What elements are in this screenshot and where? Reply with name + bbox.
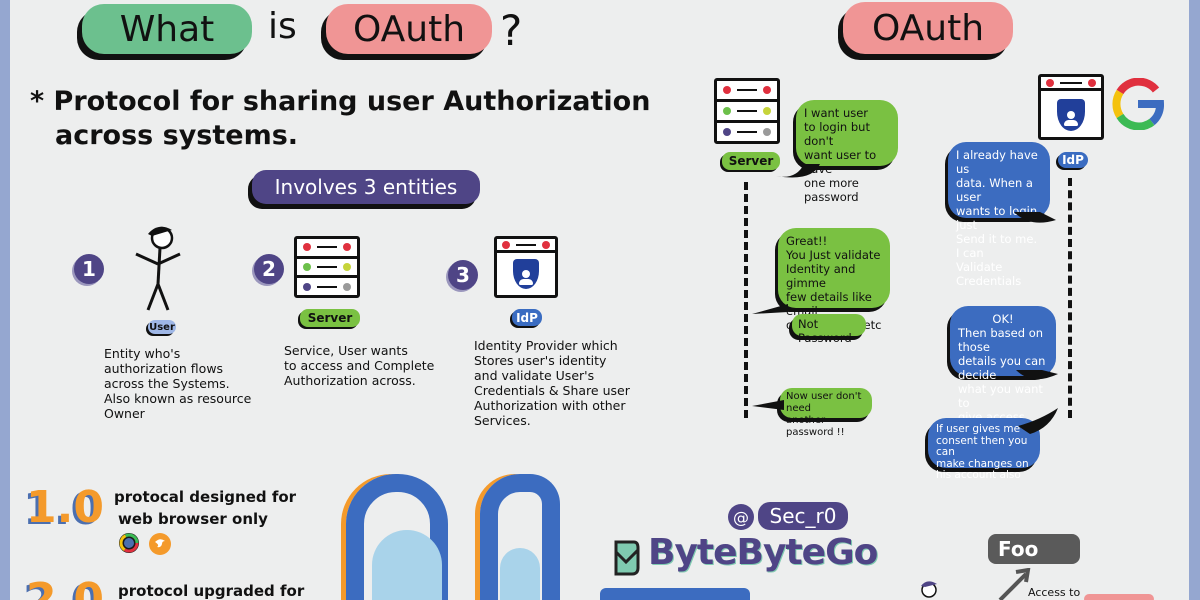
right-border-strip <box>1189 0 1200 600</box>
idp-description: Identity Provider which Stores user's id… <box>474 338 630 428</box>
flow-server-icon <box>714 78 780 144</box>
idp-lifeline <box>1068 178 1072 418</box>
version-1-text: protocal designed for web browser only <box>114 488 297 528</box>
big-letter-a-fill <box>500 548 540 600</box>
user-description: Entity who's authorization flows across … <box>104 346 252 421</box>
access-label: Access to <box>1028 586 1081 599</box>
definition-line-2: across systems. <box>55 120 299 151</box>
left-border-strip <box>0 0 10 600</box>
oauth-flow-title: OAuth <box>871 7 985 49</box>
user-figure-icon <box>921 581 937 598</box>
version-1-label: 1.0 <box>26 482 104 533</box>
access-arrow-icon <box>998 568 1031 600</box>
entity-number-2: 2 <box>254 254 284 284</box>
big-letters-bottom <box>600 588 750 600</box>
title-oauth: OAuth <box>352 8 466 50</box>
idp-tag: IdP <box>512 309 542 326</box>
oauth-flow-title-pill: OAuth <box>843 2 1013 54</box>
user-tag: User <box>148 320 176 334</box>
bubble-tail <box>1016 370 1058 380</box>
server-lifeline <box>744 182 748 418</box>
bubble-tail <box>752 304 788 314</box>
title-what: What <box>119 8 215 50</box>
entities-banner: Involves 3 entities <box>252 170 480 204</box>
title-is: is <box>268 6 297 47</box>
asterisk-icon: * <box>30 86 45 117</box>
server-tag: Server <box>300 309 360 327</box>
google-logo-icon <box>1112 78 1164 130</box>
shield-icon <box>513 259 539 289</box>
author-handle: Sec_r0 <box>758 502 848 530</box>
flow-idp-icon <box>1038 74 1104 140</box>
version-2-text: protocol upgraded for <box>118 582 305 600</box>
brand-name: ByteByteGo <box>648 532 878 573</box>
flow-idp-tag: IdP <box>1058 152 1088 168</box>
resource-pill-partial <box>1084 594 1154 600</box>
entity-number-3: 3 <box>448 260 478 290</box>
chat-bubble-server-3: Not Password <box>792 314 866 345</box>
version-2-label: 2.0 <box>26 574 104 600</box>
server-icon <box>294 236 360 298</box>
flow-server-tag: Server <box>722 152 780 170</box>
stick-figure-icon <box>135 226 181 311</box>
flow-shield-icon <box>1057 99 1085 131</box>
firefox-icon <box>149 533 171 555</box>
big-letter-a <box>480 474 560 600</box>
at-icon: @ <box>728 504 754 530</box>
definition-line-1: * Protocol for sharing user Authorizatio… <box>30 86 651 117</box>
bubble-tail <box>1018 408 1058 434</box>
title-oauth-pill: OAuth <box>326 4 492 54</box>
title-what-pill: What <box>82 4 252 54</box>
chrome-icon <box>119 533 139 553</box>
bubble-tail <box>776 164 820 178</box>
resource-foo: Foo <box>988 534 1080 564</box>
identity-provider-icon <box>494 236 558 298</box>
big-letter-o-fill <box>372 530 442 600</box>
server-description: Service, User wants to access and Comple… <box>284 343 435 388</box>
entity-number-1: 1 <box>74 254 104 284</box>
bubble-tail <box>1014 212 1056 223</box>
title-question-mark: ? <box>500 6 523 55</box>
bytebytego-logo-icon <box>614 540 640 576</box>
bubble-tail <box>752 400 784 410</box>
